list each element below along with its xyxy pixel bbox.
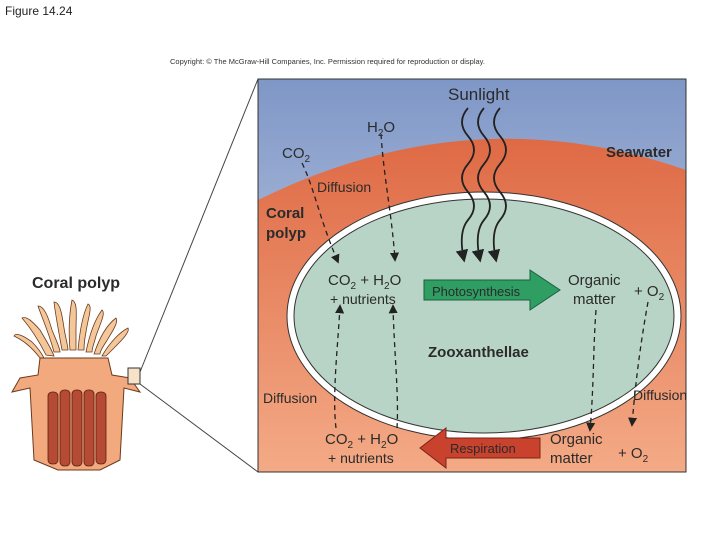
figure-label: Figure 14.24: [5, 4, 73, 18]
zooxanthellae-label: Zooxanthellae: [428, 344, 529, 361]
reactants-bottom-label: CO2 + H2O: [325, 431, 398, 451]
h2o-up-arrow: [388, 304, 399, 429]
coral-polyp-title: Coral polyp: [32, 275, 120, 292]
organic-top-line2: matter: [573, 291, 616, 308]
coral-polyp-illustration: [11, 299, 142, 471]
respiration-arrow: Respiration: [419, 426, 541, 470]
zoom-line-bottom: [139, 383, 259, 473]
seawater-label: Seawater: [606, 144, 672, 161]
coral-inset-label-line2: polyp: [266, 225, 306, 242]
co2-up-arrow: [334, 304, 345, 429]
reactants-top-label: CO2 + H2O: [328, 272, 401, 292]
zoom-line-top: [139, 78, 259, 373]
nutrients-top-label: + nutrients: [330, 291, 396, 307]
sunlight-arrows: [455, 107, 507, 263]
respiration-label: Respiration: [450, 441, 516, 456]
o2-bottom-label: + O2: [618, 445, 649, 465]
zooxanthellae-cell: [293, 198, 675, 434]
sunlight-label: Sunlight: [448, 85, 510, 104]
h2o-in-arrow: [380, 133, 400, 262]
diffusion-top-label: Diffusion: [317, 179, 371, 195]
coral-inset-label-line1: Coral: [266, 205, 304, 222]
diffusion-right-label: Diffusion: [633, 387, 687, 403]
photosynthesis-label: Photosynthesis: [432, 284, 521, 299]
water-label: H2O: [367, 119, 395, 139]
organic-bottom-line1: Organic: [550, 431, 603, 448]
co2-label-top: CO2: [282, 145, 311, 165]
o2-down-arrow: [628, 301, 649, 427]
organic-bottom-line2: matter: [550, 450, 593, 467]
o2-top-label: + O2: [634, 283, 665, 303]
copyright-notice: Copyright: © The McGraw-Hill Companies, …: [170, 57, 485, 66]
organic-down-arrow: [586, 309, 597, 432]
photosynthesis-arrow: Photosynthesis: [423, 269, 561, 311]
diffusion-left-label: Diffusion: [263, 390, 317, 406]
diffusion-arrows: [301, 133, 649, 432]
co2-in-arrow: [301, 162, 340, 264]
organic-top-line1: Organic: [568, 272, 621, 289]
nutrients-bottom-label: + nutrients: [328, 450, 394, 466]
